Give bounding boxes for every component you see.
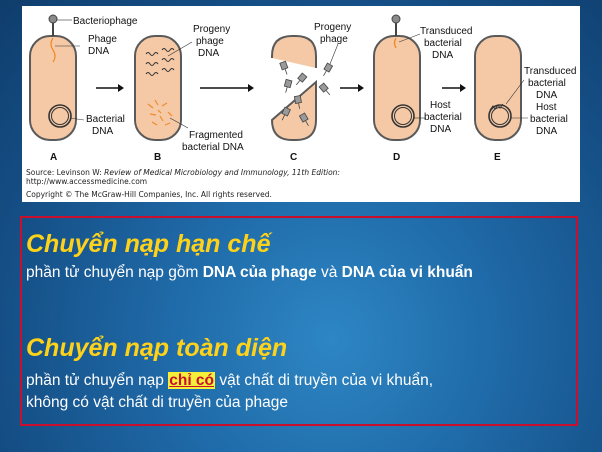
transduced-dna-d [393,37,397,49]
panel-label-a: A [50,152,57,163]
label-host-e-1: Host [536,102,557,113]
label-phage-dna-1: Phage [88,34,117,45]
definitions-box [20,216,578,426]
panel-label-e: E [494,152,501,163]
text-generalized-transduction-1: phần tử chuyển nạp chỉ có vật chất di tr… [26,372,434,389]
progeny-phages-c [279,60,334,126]
bacteriophage-icon [48,14,58,36]
cell-c-lysed [270,35,317,141]
label-progeny-b-3: DNA [198,48,219,59]
host-chromosome-e [488,104,512,128]
bacterial-dna-fragments [147,99,173,126]
label-host-d-3: DNA [430,124,451,135]
integrated-dna-e [489,103,504,111]
label-fragmented-1: Fragmented [189,130,243,141]
label-host-d-1: Host [430,100,451,111]
label-transduced-e-2: bacterial [528,78,566,89]
label-host-e-2: bacterial [530,114,568,125]
cell-b [134,35,182,141]
step-arrows [96,84,466,92]
label-transduced-d-2: bacterial [424,38,462,49]
bacterial-chromosome-a [48,104,72,128]
label-host-e-3: DNA [536,126,557,137]
figure-source-url: http://www.accessmedicine.com [26,177,148,186]
highlight-only: chỉ có [168,372,216,389]
panel-label-d: D [393,152,400,163]
label-fragmented-2: bacterial DNA [182,142,244,153]
progeny-phage-dna [145,48,175,76]
label-bacterial-dna-a-1: Bacterial [86,114,125,125]
label-transduced-d-3: DNA [432,50,453,61]
panel-label-c: C [290,152,297,163]
host-chromosome-d [391,104,415,128]
figure-source: Source: Levinson W: Review of Medical Mi… [26,168,340,177]
transduction-diagram: Bacteriophage Phage DNA Bacterial DNA Pr… [29,14,576,163]
phage-dna-strand [50,37,56,63]
label-transduced-e-1: Transduced [524,66,576,77]
label-progeny-c-1: Progeny [314,22,351,33]
heading-generalized-transduction: Chuyển nạp toàn diện [26,334,288,362]
text-generalized-transduction-2: không có vật chất di truyền của phage [26,394,288,411]
label-bacterial-dna-a-2: DNA [92,126,113,137]
label-transduced-e-3: DNA [536,90,557,101]
figure-copyright: Copyright © The McGraw-Hill Companies, I… [26,190,272,199]
label-progeny-c-2: phage [320,34,348,45]
transduction-figure: Bacteriophage Phage DNA Bacterial DNA Pr… [22,6,580,202]
label-progeny-b-2: phage [196,36,224,47]
label-host-d-2: bacterial [424,112,462,123]
text-restricted-transduction: phần tử chuyển nạp gồm DNA của phage và … [26,264,473,281]
cell-e [474,35,522,141]
label-bacteriophage: Bacteriophage [73,16,138,27]
label-progeny-b-1: Progeny [193,24,230,35]
heading-restricted-transduction: Chuyển nạp hạn chế [26,230,271,258]
label-transduced-d-1: Transduced [420,26,472,37]
panel-label-b: B [154,152,161,163]
label-phage-dna-2: DNA [88,46,109,57]
transducing-phage-icon [391,14,401,36]
